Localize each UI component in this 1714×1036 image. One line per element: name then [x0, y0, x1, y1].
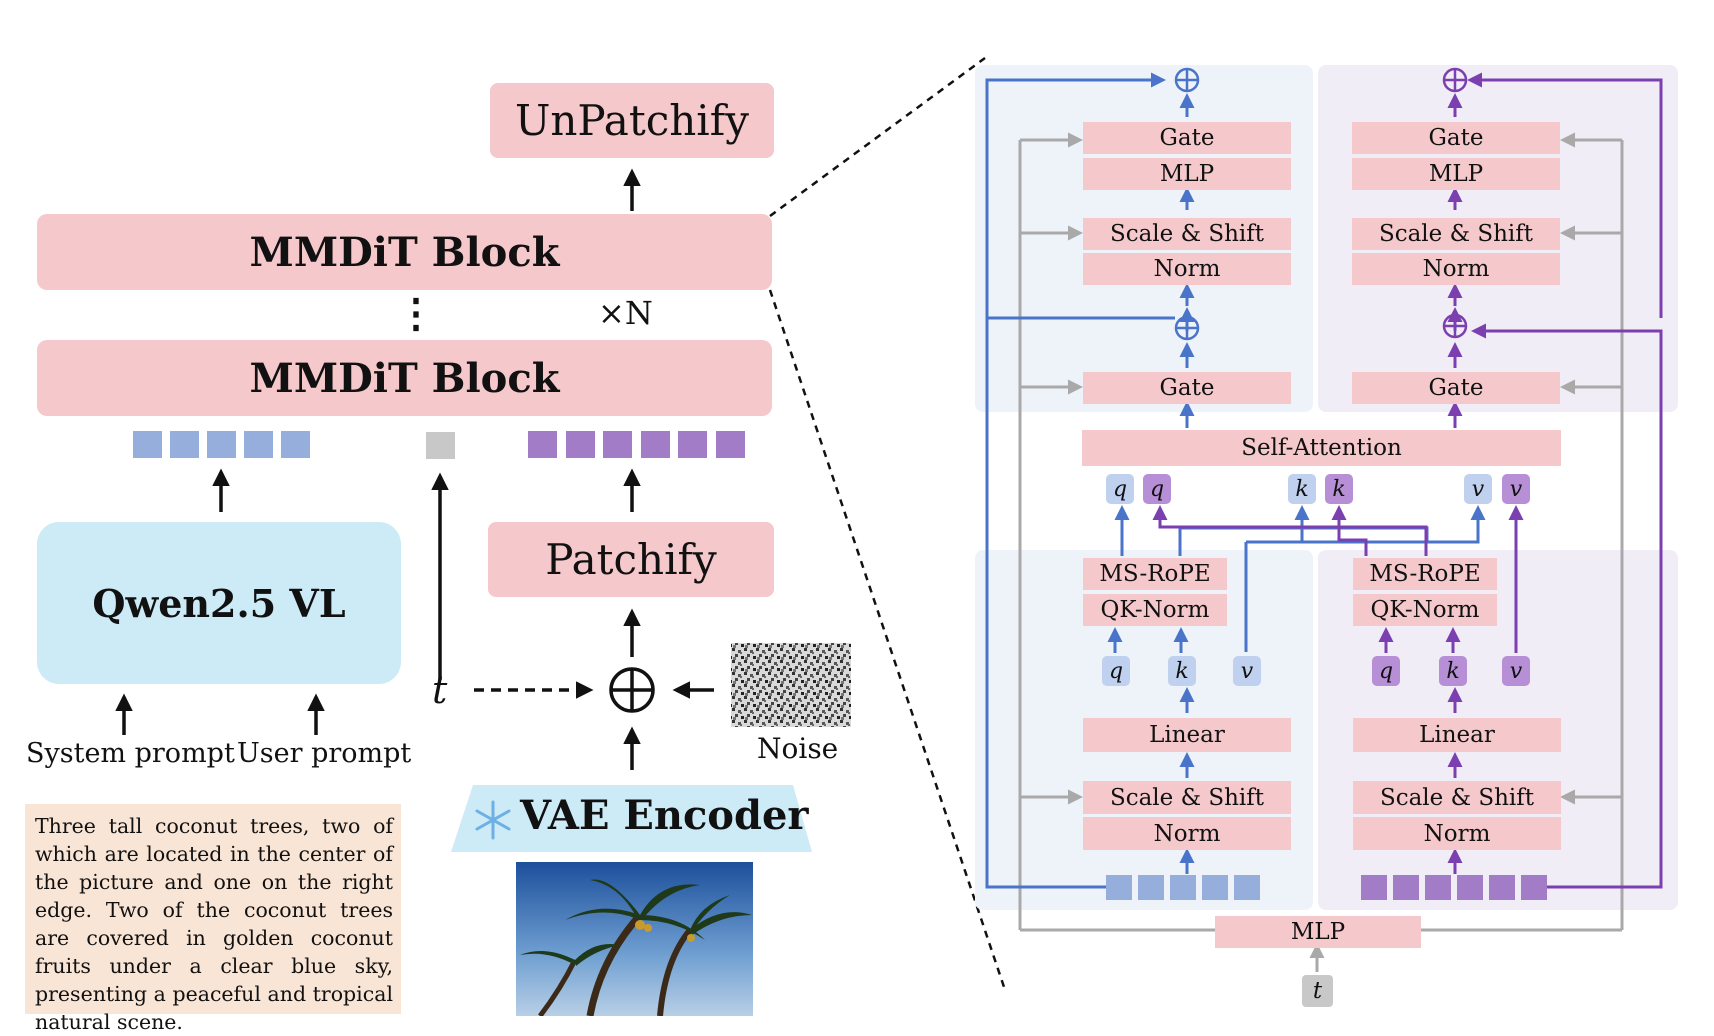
input-image — [516, 862, 753, 1016]
image-tokens — [528, 431, 745, 458]
image-linear: Linear — [1353, 718, 1561, 752]
timestep-token — [426, 432, 455, 459]
image-norm-bottom: Norm — [1353, 817, 1561, 850]
text-tokens — [133, 431, 310, 458]
text-norm-bottom: Norm — [1083, 817, 1291, 850]
image-gate-top: Gate — [1352, 122, 1560, 154]
text-q-attn: q — [1106, 474, 1134, 504]
noise-label: Noise — [757, 732, 839, 765]
text-gate-attn: Gate — [1083, 372, 1291, 404]
text-q: q — [1102, 656, 1130, 686]
vae-encoder-label: VAE Encoder — [520, 792, 809, 839]
image-mlp: MLP — [1352, 158, 1560, 190]
residual-add-operators — [1174, 67, 1468, 341]
image-gate-attn: Gate — [1352, 372, 1560, 404]
text-scale-shift-top: Scale & Shift — [1083, 218, 1291, 250]
ellipsis: ⋮ — [396, 290, 436, 337]
image-v: v — [1502, 656, 1530, 686]
vae-snowflake-icon — [475, 800, 511, 840]
noise-image — [731, 643, 851, 727]
vae-encoder-shape — [451, 785, 812, 852]
image-qk-norm: QK-Norm — [1353, 594, 1497, 626]
qwen-label: Qwen2.5 VL — [92, 580, 346, 626]
image-k: k — [1439, 656, 1467, 686]
image-tokens-right — [1361, 875, 1547, 900]
image-k-attn: k — [1325, 474, 1353, 504]
text-gate-top: Gate — [1083, 122, 1291, 154]
user-prompt-label: User prompt — [237, 738, 412, 769]
text-v: v — [1233, 656, 1261, 686]
text-scale-shift-bottom: Scale & Shift — [1083, 781, 1291, 814]
image-v-attn: v — [1502, 474, 1530, 504]
text-tokens-right — [1106, 875, 1260, 900]
text-linear: Linear — [1083, 718, 1291, 752]
qwen-block: Qwen2.5 VL — [37, 522, 401, 684]
text-k-attn: k — [1288, 474, 1316, 504]
unpatchify-block: UnPatchify — [490, 83, 774, 158]
patchify-label: Patchify — [545, 535, 717, 584]
left-arrows — [115, 168, 714, 770]
text-qk-norm: QK-Norm — [1083, 594, 1227, 626]
mmdit-block-bottom: MMDiT Block — [37, 340, 772, 416]
zoom-lines — [768, 56, 1007, 991]
text-k: k — [1168, 656, 1196, 686]
system-prompt-label: System prompt — [26, 738, 235, 769]
repeat-n: ×N — [598, 294, 653, 332]
image-ms-rope: MS-RoPE — [1353, 558, 1497, 590]
timestep-mlp: MLP — [1215, 916, 1421, 948]
image-q: q — [1372, 656, 1400, 686]
text-v-attn: v — [1464, 474, 1492, 504]
prompt-text: Three tall coconut trees, two of which a… — [25, 804, 401, 1034]
mmdit-label-top: MMDiT Block — [249, 228, 560, 276]
image-norm-top: Norm — [1352, 253, 1560, 285]
image-stream-arrows — [1152, 72, 1663, 889]
timestep-input: t — [1302, 975, 1333, 1007]
mmdit-label-bottom: MMDiT Block — [249, 354, 560, 402]
mmdit-block-top: MMDiT Block — [37, 214, 772, 290]
image-scale-shift-bottom: Scale & Shift — [1353, 781, 1561, 814]
text-ms-rope: MS-RoPE — [1083, 558, 1227, 590]
image-scale-shift-top: Scale & Shift — [1352, 218, 1560, 250]
add-operator — [609, 667, 655, 713]
patchify-block: Patchify — [488, 522, 774, 597]
image-q-attn: q — [1143, 474, 1171, 504]
text-mlp: MLP — [1083, 158, 1291, 190]
self-attention-block: Self-Attention — [1082, 430, 1561, 466]
unpatchify-label: UnPatchify — [514, 96, 749, 145]
timestep-label: t — [432, 668, 448, 712]
text-norm-top: Norm — [1083, 253, 1291, 285]
